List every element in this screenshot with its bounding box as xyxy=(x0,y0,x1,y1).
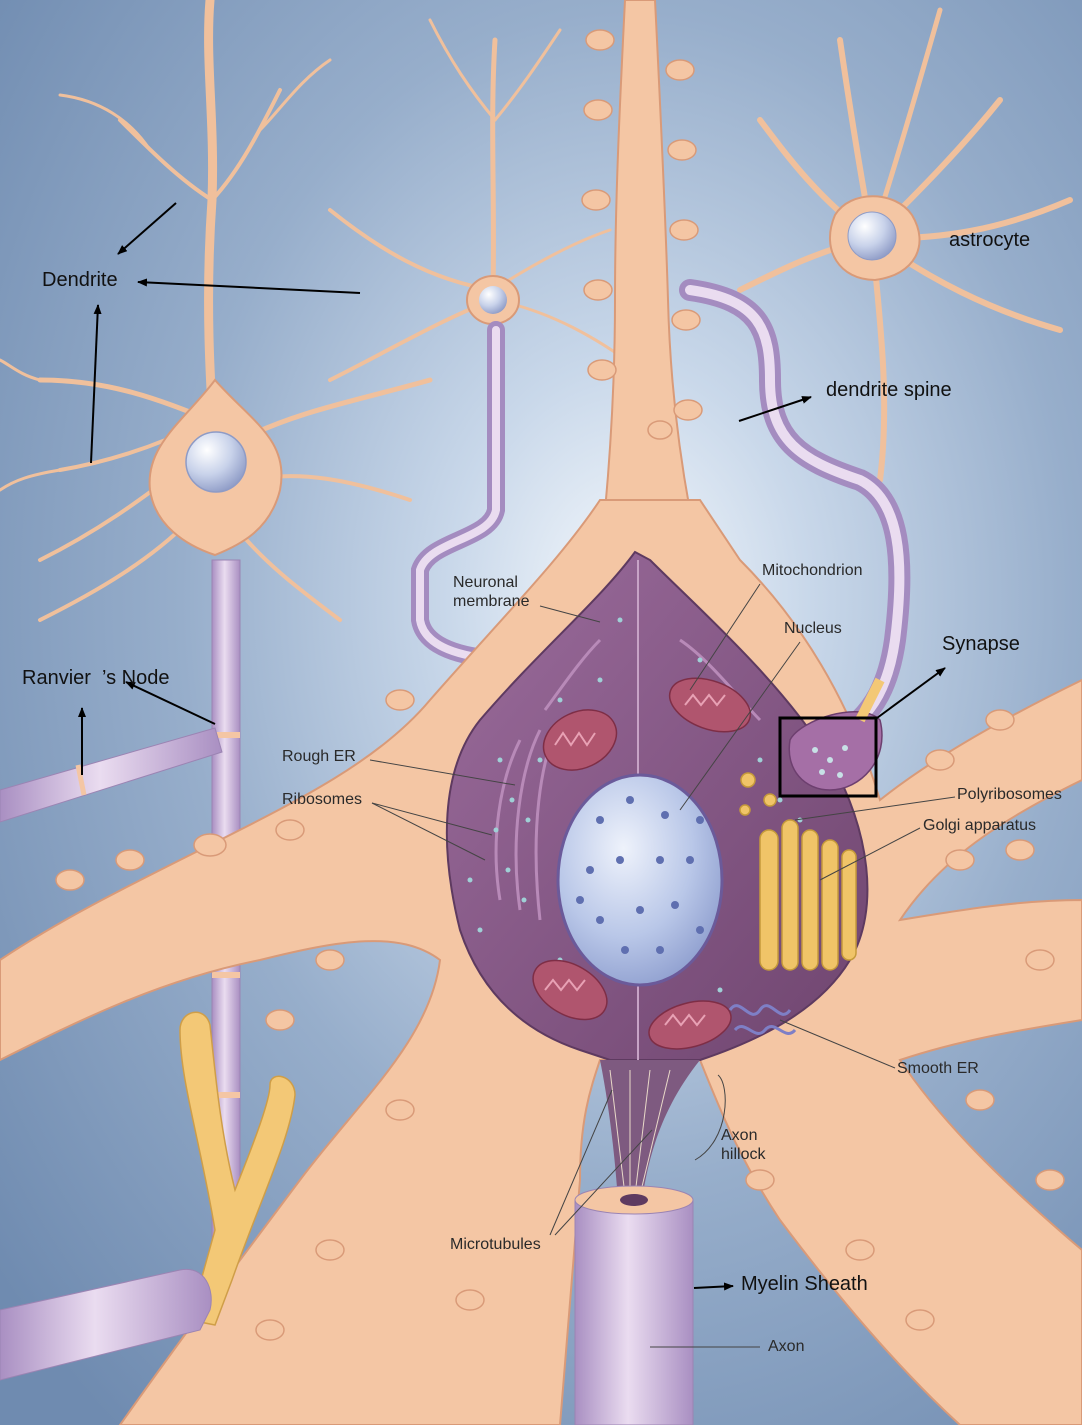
label-ranvier-node: Ranvier ’s Node xyxy=(22,667,170,689)
glial-fiber xyxy=(179,1011,296,1326)
label-axon-hillock-line1: Axon xyxy=(721,1127,758,1144)
label-rough-er: Rough ER xyxy=(282,748,356,765)
label-ribosomes: Ribosomes xyxy=(282,791,363,808)
label-axon-hillock-line2: hillock xyxy=(721,1146,766,1163)
synapse-highlight-box xyxy=(778,716,878,798)
label-nucleus: Nucleus xyxy=(784,620,842,637)
lower-dendrite-spines xyxy=(55,689,1065,1341)
nuclear-pores xyxy=(576,796,704,954)
label-mitochondrion: Mitochondrion xyxy=(762,562,863,579)
label-neuronal-membrane: Neuronal membrane xyxy=(453,573,529,611)
label-smooth-er: Smooth ER xyxy=(897,1060,979,1077)
label-myelin-sheath: Myelin Sheath xyxy=(741,1273,868,1295)
label-polyribosomes: Polyribosomes xyxy=(957,786,1062,803)
annotation-arrows xyxy=(78,202,946,1291)
golgi xyxy=(739,772,857,971)
label-dendrite: Dendrite xyxy=(42,269,118,291)
mitochondria xyxy=(532,677,752,1050)
leader-lines xyxy=(369,583,956,1348)
label-dendrite-spine: dendrite spine xyxy=(826,379,952,401)
label-astrocyte: astrocyte xyxy=(949,229,1031,251)
label-axon-hillock: Axon hillock xyxy=(721,1126,765,1164)
label-axon: Axon xyxy=(768,1338,805,1355)
microtubule-lines xyxy=(609,1069,671,1196)
smooth-er xyxy=(728,1004,797,1035)
dendrite-spines xyxy=(581,29,703,440)
pyramidal-nucleus xyxy=(185,431,247,493)
label-neuronal-membrane-line2: membrane xyxy=(453,593,530,610)
synapse-terminal xyxy=(788,711,883,791)
label-microtubules: Microtubules xyxy=(450,1236,541,1253)
label-neuronal-membrane-line1: Neuronal xyxy=(453,574,518,591)
main-axon xyxy=(574,1199,694,1425)
label-synapse: Synapse xyxy=(942,633,1020,655)
nucleus xyxy=(556,773,724,987)
label-golgi-apparatus: Golgi apparatus xyxy=(923,817,1036,834)
rough-er xyxy=(494,638,762,921)
ranvier-axon xyxy=(0,727,223,823)
